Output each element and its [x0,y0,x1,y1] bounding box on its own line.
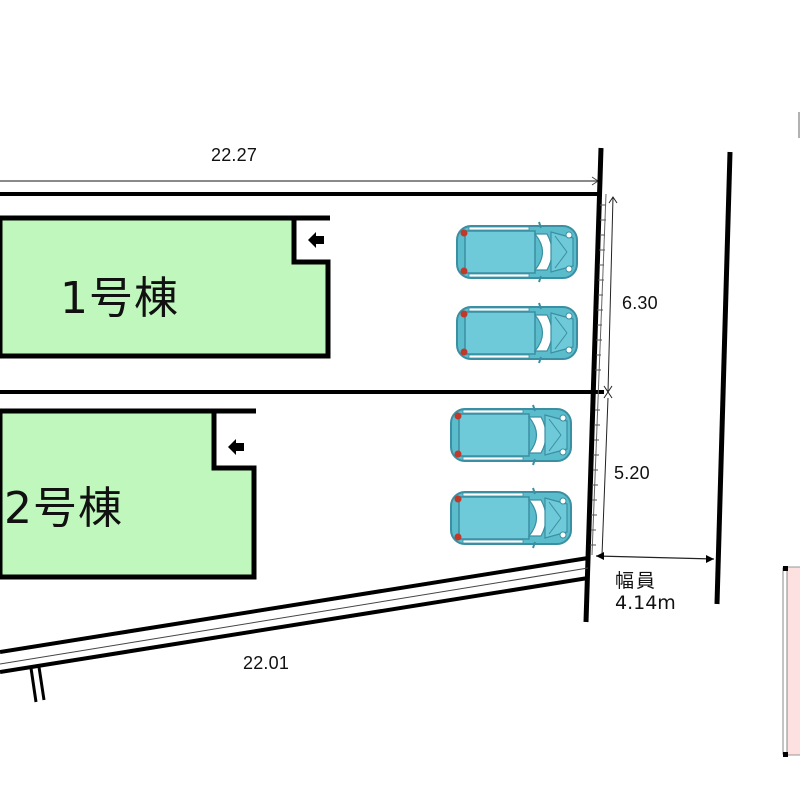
building-1-label: 1号棟 [60,273,179,324]
lot1-frontage-dimension: 6.30 [622,293,658,313]
arrow-left-icon [228,439,244,455]
bottom-width-dimension: 22.01 [243,653,290,673]
arrow-left-icon [308,232,324,248]
road-width-label: 幅員 4.14m [615,570,676,614]
building-2-label: 2号棟 [4,483,123,534]
lot2-frontage-dimension: 5.20 [614,463,650,483]
top-width-dimension: 22.27 [211,145,258,165]
car-icon [450,404,572,466]
car-icon [450,487,572,549]
car-icon [456,302,578,364]
car-icon [456,221,578,283]
road-width-value: 4.14m [615,592,676,614]
road-width-title: 幅員 [615,570,658,592]
